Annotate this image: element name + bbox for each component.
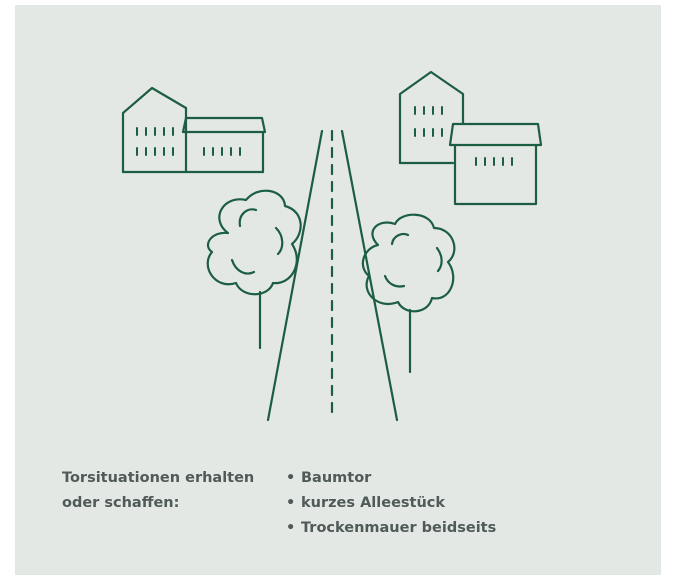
caption-heading: Torsituationen erhalten oder schaffen:: [62, 470, 255, 511]
tree-right: [361, 213, 456, 374]
tree-left: [206, 189, 302, 350]
list-item: Baumtor: [286, 466, 496, 491]
caption-list: Baumtor kurzes Alleestück Trockenmauer b…: [286, 466, 496, 541]
building-left: [121, 86, 267, 174]
list-item: kurzes Alleestück: [286, 491, 496, 516]
building-right: [398, 70, 543, 206]
list-item: Trockenmauer beidseits: [286, 516, 496, 541]
road: [266, 129, 399, 422]
